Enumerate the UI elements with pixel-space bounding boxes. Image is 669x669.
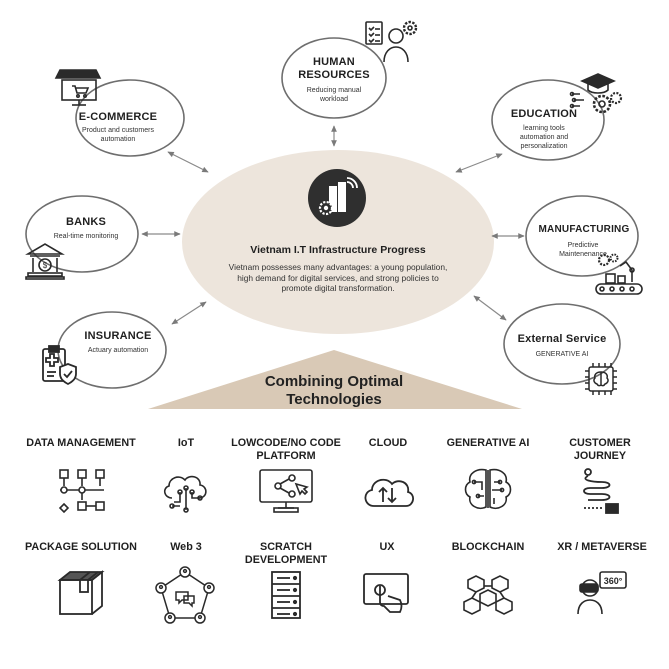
- center-icon: [307, 168, 367, 228]
- banner-line-2: Technologies: [286, 391, 382, 408]
- graduation-cap-gears-icon: [569, 73, 623, 114]
- clipboard-shield-icon: [42, 345, 77, 386]
- node-title-manufacturing: MANUFACTURING: [538, 224, 630, 235]
- server-gear-icon: [308, 169, 366, 227]
- monitor-nodes-icon: [259, 469, 313, 513]
- network-people-icon: [155, 566, 215, 624]
- banner-triangle: [148, 350, 522, 409]
- tech-label-cloud: CLOUD: [368, 437, 408, 449]
- arrow-external-service: [473, 295, 507, 321]
- svg-text:$: $: [43, 261, 48, 270]
- node-desc-e-commerce: Product and customers automation: [82, 127, 154, 143]
- server-rack-icon: [271, 571, 301, 619]
- center-ellipse: [182, 150, 494, 334]
- flowchart-icon: [58, 469, 105, 514]
- center-title: Vietnam I.T Infrastructure Progress: [250, 244, 426, 256]
- cloud-circuit-icon: [163, 475, 207, 513]
- tech-label-generative-ai: GENERATIVE AI: [446, 437, 530, 449]
- svg-text:360°: 360°: [604, 576, 623, 586]
- center-description: Vietnam possesses many advantages: a you…: [228, 262, 448, 293]
- node-title-insurance: INSURANCE: [84, 330, 152, 342]
- external-service-ellipse: [503, 303, 621, 385]
- node-title-e-commerce: E-COMMERCE: [78, 111, 158, 123]
- node-title-human-resources: HUMAN RESOURCES: [298, 56, 370, 81]
- tech-label-ux: UX: [379, 541, 395, 553]
- node-desc-manufacturing: Predictive Maintenenance: [559, 242, 607, 258]
- package-box-icon: [57, 570, 105, 615]
- cubes-chain-icon: [463, 575, 513, 615]
- banner-line-1: Combining Optimal: [264, 373, 404, 390]
- banks-ellipse: [25, 195, 139, 273]
- arrow-e-commerce: [167, 151, 209, 173]
- tech-label-xr-metaverse: XR / METAVERSE: [557, 541, 647, 553]
- tech-label-lowcode: LOWCODE/NO CODE PLATFORM: [231, 437, 341, 462]
- node-desc-education: learning tools automation and personaliz…: [519, 125, 569, 150]
- journey-path-icon: [583, 468, 619, 514]
- ai-chip-brain-icon: [585, 363, 617, 395]
- node-title-external-service: External Service: [517, 333, 607, 345]
- conveyor-robot-arm-icon: [595, 253, 643, 295]
- human-resources-ellipse: [281, 37, 387, 119]
- storefront-monitor-cart-icon: [54, 69, 102, 106]
- e-commerce-ellipse: [75, 79, 185, 157]
- node-title-banks: BANKS: [65, 216, 107, 228]
- tech-label-customer-journey: CUSTOMER JOURNEY: [569, 437, 631, 462]
- tech-label-iot: IoT: [177, 437, 195, 449]
- arrow-education: [455, 153, 503, 173]
- bank-building-icon: $: [25, 243, 65, 280]
- node-desc-banks: Real-time monitoring: [53, 233, 119, 240]
- tech-label-blockchain: BLOCKCHAIN: [451, 541, 525, 553]
- node-desc-insurance: Actuary automation: [87, 347, 149, 354]
- node-desc-human-resources: Reducing manual workload: [306, 87, 362, 103]
- vr-headset-360-icon: 360°: [577, 571, 627, 615]
- tech-label-web3: Web 3: [170, 541, 202, 553]
- node-title-education: EDUCATION: [510, 108, 578, 120]
- screen-touch-icon: [363, 573, 409, 613]
- tech-label-scratch-development: SCRATCH DEVELOPMENT: [244, 541, 328, 566]
- checklist-person-gear-icon: [365, 20, 418, 63]
- arrow-insurance: [171, 301, 207, 325]
- tech-label-data-management: DATA MANAGEMENT: [26, 437, 136, 449]
- cloud-sync-icon: [364, 478, 414, 507]
- brain-circuit-icon: [464, 468, 512, 510]
- tech-label-package-solution: PACKAGE SOLUTION: [25, 541, 137, 553]
- node-desc-external-service: GENERATIVE AI: [535, 351, 589, 358]
